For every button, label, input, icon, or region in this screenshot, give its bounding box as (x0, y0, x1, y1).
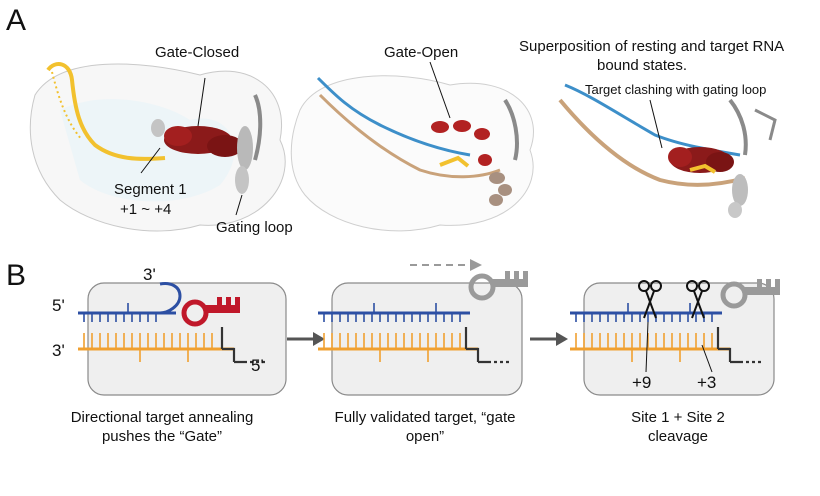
caption-1-line2: pushes the “Gate” (101, 428, 223, 445)
schematic-box-2 (318, 259, 528, 396)
guide-5prime-label: 5' (52, 296, 65, 315)
flow-arrow-2 (530, 332, 568, 346)
caption-1: Directional target annealing pushes the … (50, 408, 274, 446)
target-3prime-label: 3' (52, 341, 65, 360)
gate-key-icon (181, 297, 240, 327)
target-5prime-label: 5' (251, 356, 264, 375)
scissors-icon (638, 280, 662, 319)
gate-closed-label: Gate-Closed (155, 44, 240, 61)
caption-3-line1: Site 1 + Site 2 (631, 409, 725, 426)
superposition-title-line1: Superposition of resting and target RNA (519, 38, 785, 55)
flow-arrow-1 (287, 332, 325, 346)
superposition-title-line2: bound states. (597, 57, 688, 74)
schematic-box-1 (78, 282, 287, 396)
site-plus3-label: +3 (697, 373, 717, 392)
gate-key-icon-gray (468, 271, 528, 301)
scissors-icon-2 (686, 280, 710, 319)
caption-1-line1: Directional target annealing (70, 409, 254, 426)
gate-open-label: Gate-Open (384, 44, 459, 61)
schematic-box-3 (570, 279, 780, 396)
guide-3prime-label: 3' (143, 265, 156, 284)
dashed-motion-arrow (410, 259, 482, 271)
panel-b-letter: B (6, 259, 27, 292)
caption-3: Site 1 + Site 2 cleavage (588, 408, 768, 446)
panel-a-letter: A (6, 4, 27, 37)
segment-label-line1: Segment 1 (114, 181, 187, 198)
gate-open-structure (290, 61, 534, 232)
superposition-structure (558, 83, 777, 218)
target-clashing-label: Target clashing with gating loop (585, 82, 767, 97)
segment-label-line2: +1 ~ +4 (120, 201, 172, 218)
gating-loop-label: Gating loop (216, 219, 293, 236)
caption-3-line2: cleavage (647, 428, 709, 445)
caption-2-line2: open” (405, 428, 445, 445)
caption-2: Fully validated target, “gate open” (318, 408, 532, 446)
gate-key-icon-gray-2 (720, 279, 780, 309)
gate-closed-structure (29, 62, 286, 232)
guide-rna-hook (159, 282, 182, 315)
dark-strand (220, 327, 244, 364)
site-plus9-label: +9 (632, 373, 652, 392)
caption-2-line1: Fully validated target, “gate (334, 409, 516, 426)
